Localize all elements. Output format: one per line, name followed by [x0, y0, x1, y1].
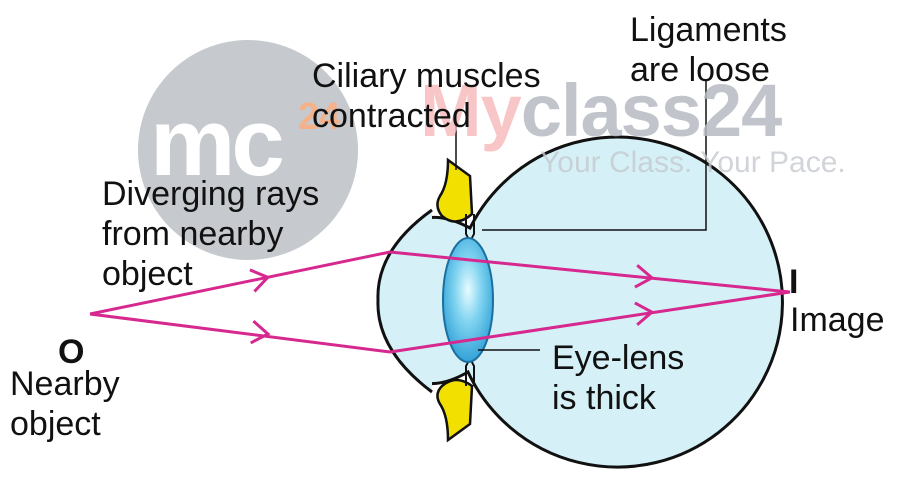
- ciliary-muscle-lower: [437, 380, 472, 440]
- label-image: Image: [790, 300, 885, 340]
- watermark-tagline: Your Class. Your Pace.: [540, 146, 846, 180]
- label-eye-lens-line-2: is thick: [552, 378, 684, 418]
- label-eye-lens: Eye-lens is thick: [552, 338, 684, 418]
- label-nearby-object-line-2: object: [10, 404, 120, 444]
- label-diverging-line-3: object: [102, 254, 319, 294]
- label-ciliary-muscles: Ciliary muscles contracted: [312, 56, 541, 136]
- label-diverging-line-2: from nearby: [102, 214, 319, 254]
- label-ligaments-line-2: are loose: [630, 50, 787, 90]
- label-nearby-object-line-1: Nearby: [10, 364, 120, 404]
- label-diverging-rays: Diverging rays from nearby object: [102, 174, 319, 294]
- label-ciliary-line-2: contracted: [312, 96, 541, 136]
- label-eye-lens-line-1: Eye-lens: [552, 338, 684, 378]
- ciliary-muscle-upper: [437, 160, 472, 222]
- ray-lower-1: [90, 314, 390, 352]
- ray-arrow-lower-1: [251, 321, 270, 345]
- label-ligaments-line-1: Ligaments: [630, 10, 787, 50]
- label-image-symbol: I: [789, 262, 798, 302]
- label-diverging-line-1: Diverging rays: [102, 174, 319, 214]
- label-ciliary-line-1: Ciliary muscles: [312, 56, 541, 96]
- label-ligaments: Ligaments are loose: [630, 10, 787, 90]
- cornea: [378, 210, 432, 392]
- label-nearby-object: Nearby object: [10, 364, 120, 444]
